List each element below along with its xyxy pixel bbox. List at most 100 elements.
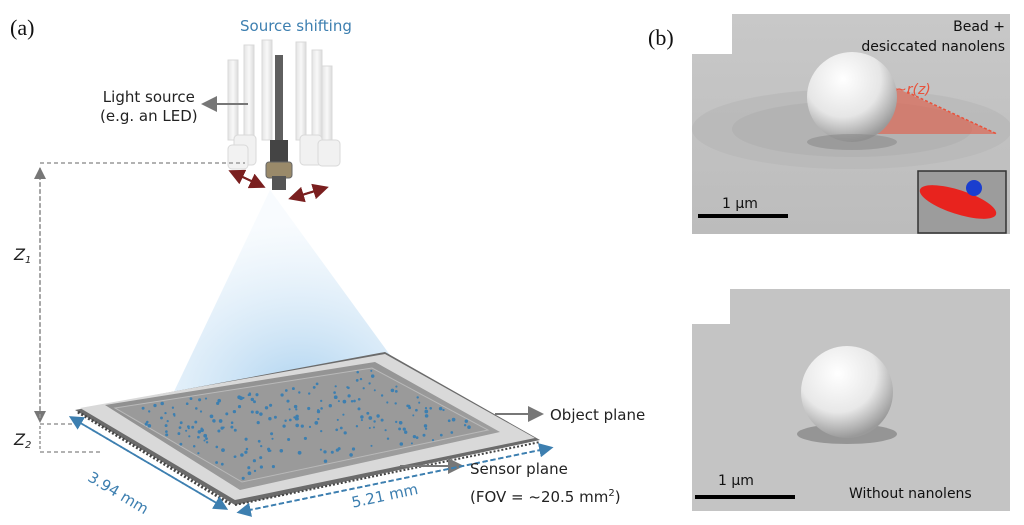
particle — [247, 393, 250, 397]
particle — [395, 420, 398, 424]
particle — [216, 401, 220, 406]
particle — [240, 453, 244, 457]
particle — [198, 398, 202, 402]
particle — [165, 433, 169, 437]
particle — [320, 399, 323, 403]
particle — [350, 400, 354, 403]
sem-bottom-title: Without nanolens — [849, 486, 972, 502]
sensor-chip — [75, 352, 541, 507]
particle — [247, 471, 252, 476]
particle — [295, 423, 300, 428]
sem-top-title-line1: Bead + — [953, 19, 1005, 35]
particle — [323, 459, 328, 463]
particle — [319, 448, 322, 451]
particle — [347, 394, 351, 398]
particle — [335, 428, 339, 432]
particle — [286, 399, 290, 403]
particle — [390, 388, 395, 393]
particle — [412, 434, 417, 439]
particle — [376, 414, 380, 418]
particle — [204, 397, 208, 400]
particle — [323, 450, 327, 454]
particle — [298, 391, 301, 394]
particle — [467, 425, 471, 429]
particle — [360, 415, 364, 419]
particle — [424, 427, 428, 430]
particle — [269, 403, 273, 407]
particle — [197, 435, 200, 439]
particle — [418, 401, 421, 404]
particle — [429, 407, 433, 410]
particle — [141, 406, 145, 410]
particle — [187, 425, 190, 428]
particle — [237, 405, 242, 409]
sem-top-title: Bead + desiccated nanolens — [833, 17, 1005, 57]
particle — [297, 450, 302, 455]
z1-label: Z1 — [14, 245, 31, 270]
particle — [253, 469, 257, 473]
particle — [356, 370, 359, 374]
particle — [271, 437, 274, 440]
particle — [253, 400, 256, 404]
particle — [328, 404, 332, 408]
particle — [295, 417, 299, 421]
particle — [386, 437, 390, 440]
particle — [284, 419, 287, 422]
particle — [267, 447, 271, 451]
particle — [398, 421, 403, 425]
particle — [357, 407, 361, 411]
particle — [447, 419, 451, 423]
r-z-label: ~r(z) — [895, 82, 931, 98]
particle — [209, 414, 214, 419]
particle — [330, 450, 334, 454]
particle — [188, 435, 191, 438]
light-source-line2: (e.g. an LED) — [100, 107, 198, 125]
particle — [368, 416, 373, 420]
light-source-line1: Light source — [102, 88, 195, 106]
particle — [317, 417, 320, 421]
particle — [259, 465, 263, 469]
z1-letter: Z — [14, 245, 25, 264]
particle — [215, 445, 219, 449]
particle — [424, 409, 429, 414]
z1-subscript: 1 — [24, 255, 32, 266]
particle — [373, 389, 376, 392]
sem-top-scale-label: 1 µm — [722, 196, 758, 212]
particle — [256, 421, 260, 425]
particle — [315, 382, 319, 386]
particle — [307, 406, 311, 411]
particle — [410, 442, 413, 445]
particle — [336, 418, 339, 421]
sem-bottom-scale-label: 1 µm — [718, 473, 754, 489]
particle — [431, 439, 435, 442]
particle — [424, 406, 428, 410]
particle — [153, 403, 157, 408]
particle — [404, 430, 408, 434]
light-source-label: Light source (e.g. an LED) — [100, 88, 198, 126]
particle — [244, 450, 248, 454]
bead — [807, 52, 897, 142]
particle — [351, 447, 356, 451]
particle — [337, 400, 340, 403]
particle — [230, 425, 234, 429]
fov-superscript: 2 — [608, 488, 615, 499]
z2-subscript: 2 — [24, 440, 32, 451]
particle — [343, 431, 347, 435]
particle — [368, 426, 371, 430]
particle — [370, 374, 375, 378]
particle — [259, 412, 263, 416]
particle — [232, 409, 237, 414]
particle — [255, 393, 259, 397]
particle — [353, 399, 356, 403]
particle — [314, 421, 319, 425]
particle — [312, 385, 316, 389]
particle — [199, 410, 203, 413]
particle — [177, 432, 181, 436]
particle — [192, 445, 196, 448]
particle — [380, 394, 384, 397]
particle — [250, 410, 254, 414]
particle — [178, 426, 182, 429]
particle — [355, 379, 359, 382]
particle — [197, 452, 200, 455]
particle — [257, 439, 261, 443]
